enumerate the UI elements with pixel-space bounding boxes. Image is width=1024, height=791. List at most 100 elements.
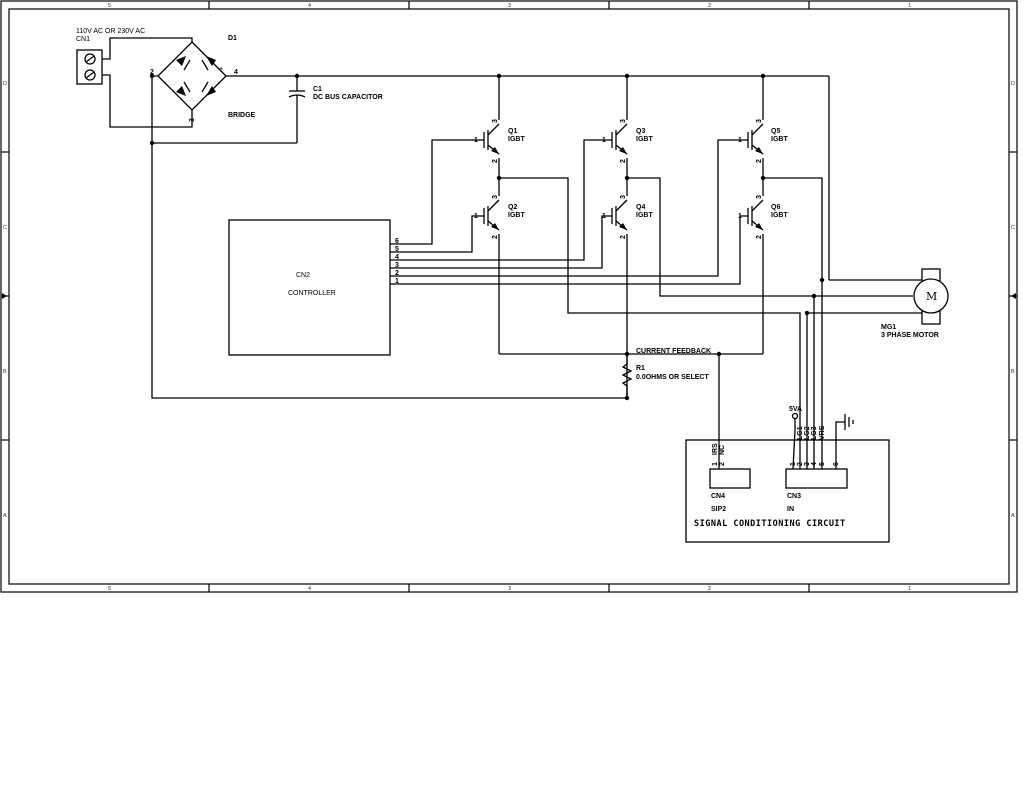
cn3-pin6: 6 [833,462,840,466]
ac-neutral-wire [102,74,193,128]
controller-block: CN2 CONTROLLER 6 5 4 3 2 1 [228,219,399,356]
zone-row-right-2: C [1011,225,1015,231]
bridge-rectifier: + D1 BRIDGE 2 4 3 [150,35,256,122]
cn2-pin5: 5 [395,246,399,253]
r1-ref-label: R1 [636,365,645,372]
q2-type-label: IGBT [508,212,525,219]
q2-pin2: 2 [492,235,499,239]
zone-ticks [1,1,1017,592]
q1-ref-label: Q1 [508,128,517,135]
cn2-pin4: 4 [395,254,399,261]
d1-ref-label: D1 [228,35,237,42]
mg1-ref-label: MG1 [881,324,896,331]
zone-row-left-4: A [3,513,7,519]
cn1-ref-label: CN1 [76,36,90,43]
q4-ref-label: Q4 [636,204,645,211]
cn1-voltage-label: 110V AC OR 230V AC [76,28,145,35]
q4-pin3: 3 [620,195,627,199]
signal-conditioning-block: CN4 SIP2 CN3 IN 1 2 IRS NC 1 2 3 4 5 6 L… [685,425,890,543]
q1-pin1: 1 [474,137,478,144]
c1-desc-label: DC BUS CAPACITOR [313,94,383,101]
cn4-connector [709,468,751,489]
zone-col-top-3: 3 [508,3,511,9]
q3-pin3: 3 [620,119,627,123]
q6-type-label: IGBT [771,212,788,219]
controller-label: CONTROLLER [288,290,336,297]
supply-5va-label: 5VA [789,406,802,413]
q4-type-label: IGBT [636,212,653,219]
shunt-resistor-r1: R1 0.0OHMS OR SELECT [621,354,709,401]
zone-col-bottom-5: 1 [908,586,911,592]
supply-5va: 5VA [789,406,802,470]
igbt-q3 [608,123,628,155]
igbt-q4 [608,199,628,231]
c1-ref-label: C1 [313,86,322,93]
igbt-q1 [471,123,500,155]
cn3-pin-label-vrs: VRS [819,425,826,440]
igbt-leg-2 [624,76,630,398]
cn3-pin-label-lg2: LG2 [804,426,811,440]
cn3-pin3: 3 [804,462,811,466]
bridge-plus-sign: + [219,66,223,73]
zone-row-right-3: B [1011,369,1015,375]
cn4-pin2: 2 [719,462,726,466]
igbt-q2 [480,199,500,231]
dc-bus-capacitor: C1 DC BUS CAPACITOR [288,76,383,143]
zone-row-right-1: D [1011,81,1015,87]
cn4-pin-label-nc: NC [719,445,726,455]
bridge-pin3-label: 3 [189,118,196,122]
mg1-desc-label: 3 PHASE MOTOR [881,332,939,339]
cn4-pin1: 1 [712,462,719,466]
zone-labels: 5 4 3 2 1 5 4 3 2 1 D C B A D C B A [3,3,1015,592]
gate-drive-wires [390,139,744,285]
q1-pin2: 2 [492,159,499,163]
motor-phase-wires [499,177,922,469]
q4-pin2: 2 [620,235,627,239]
igbt-leg-3 [760,76,766,354]
zone-col-top-4: 2 [708,3,711,9]
zone-row-left-3: B [3,369,7,375]
q5-pin2: 2 [756,159,763,163]
zone-col-bottom-1: 5 [108,586,111,592]
cn3-pin-label-lg1: LG1 [797,426,804,440]
cn3-pin-label-lg3: LG3 [811,426,818,440]
cn4-ref-label: CN4 [711,493,725,500]
q6-pin2: 2 [756,235,763,239]
zone-col-bottom-4: 2 [708,586,711,592]
cn3-pin1: 1 [790,462,797,466]
r1-desc-label: 0.0OHMS OR SELECT [636,374,709,381]
q3-ref-label: Q3 [636,128,645,135]
cn4-type-label: SIP2 [711,506,726,513]
zone-col-top-5: 1 [908,3,911,9]
cn2-pin1: 1 [395,278,399,285]
cn3-pin2: 2 [797,462,804,466]
cn4-pin-label-irs: IRS [712,443,719,455]
motor-symbol: M [926,290,937,303]
q2-ref-label: Q2 [508,204,517,211]
zone-col-top-1: 5 [108,3,111,9]
cn2-ref-label: CN2 [296,272,310,279]
cn1-connector: 110V AC OR 230V AC CN1 [76,28,145,85]
cn3-connector [785,468,848,489]
q1-pin3: 3 [492,119,499,123]
q2-pin3: 3 [492,195,499,199]
igbt-leg-1 [496,76,502,354]
signal-block-label: SIGNAL CONDITIONING CIRCUIT [694,519,846,529]
bridge-label: BRIDGE [228,112,256,119]
cn2-pin2: 2 [395,270,399,277]
zone-row-right-4: A [1011,513,1015,519]
cn3-type-label: IN [787,506,794,513]
q5-ref-label: Q5 [771,128,780,135]
q3-type-label: IGBT [636,136,653,143]
current-feedback-label: CURRENT FEEDBACK [636,348,711,355]
ground-symbol [835,414,854,469]
igbt-q6 [744,199,764,231]
igbt-q5 [744,123,764,155]
ac-line-wire [102,37,193,60]
zone-col-top-2: 4 [308,3,311,9]
dc-bus-negative [151,75,627,399]
zone-col-bottom-2: 4 [308,586,311,592]
q1-type-label: IGBT [508,136,525,143]
q5-pin3: 3 [756,119,763,123]
